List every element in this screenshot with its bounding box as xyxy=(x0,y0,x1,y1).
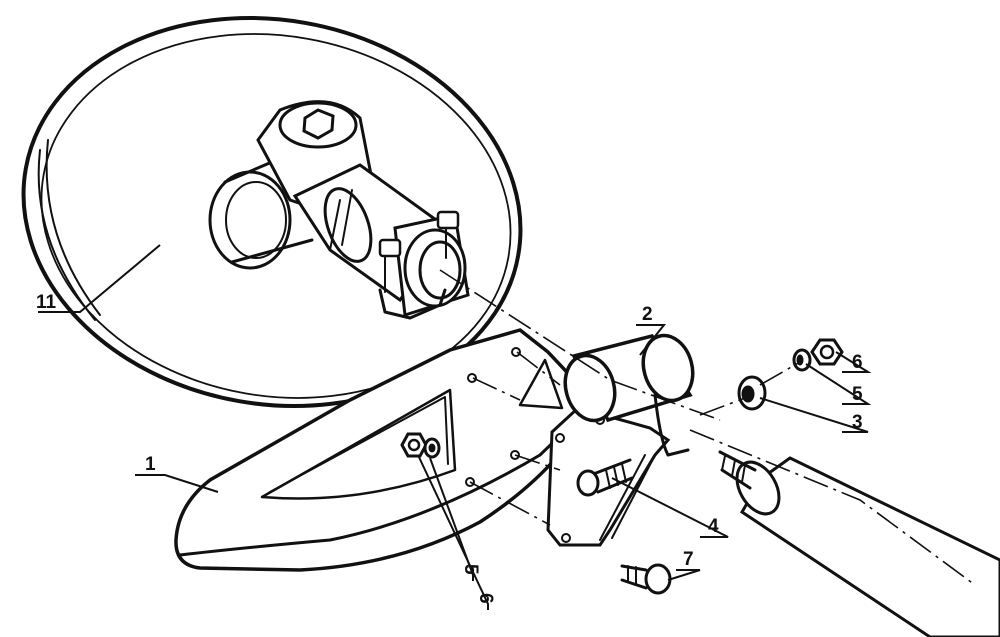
callout-3: 3 xyxy=(852,412,863,433)
drive-shaft-tube xyxy=(718,450,1000,637)
hex-nut xyxy=(810,338,844,366)
screw xyxy=(620,563,672,595)
callout-6-left: 6 xyxy=(475,593,496,604)
callout-4: 4 xyxy=(708,516,719,537)
callout-5-right: 5 xyxy=(852,384,863,405)
callout-1: 1 xyxy=(145,454,156,475)
callout-11: 11 xyxy=(36,292,57,313)
spacer xyxy=(737,375,767,411)
centerlines xyxy=(439,269,976,586)
gearbox-head xyxy=(208,100,470,320)
blade-disc xyxy=(21,15,523,409)
callout-6-right: 6 xyxy=(852,352,863,373)
callout-7: 7 xyxy=(683,549,694,570)
lock-washer xyxy=(792,348,812,372)
hex-nut xyxy=(400,432,428,458)
guard-shield xyxy=(174,328,598,572)
callout-2: 2 xyxy=(642,304,653,325)
callout-5-left: 5 xyxy=(460,564,481,575)
callout-leaders xyxy=(38,244,872,610)
bolt xyxy=(576,458,634,497)
lock-washer xyxy=(423,437,441,459)
callout-numbers: 11 1 2 6 5 3 4 7 5 6 xyxy=(36,292,863,604)
